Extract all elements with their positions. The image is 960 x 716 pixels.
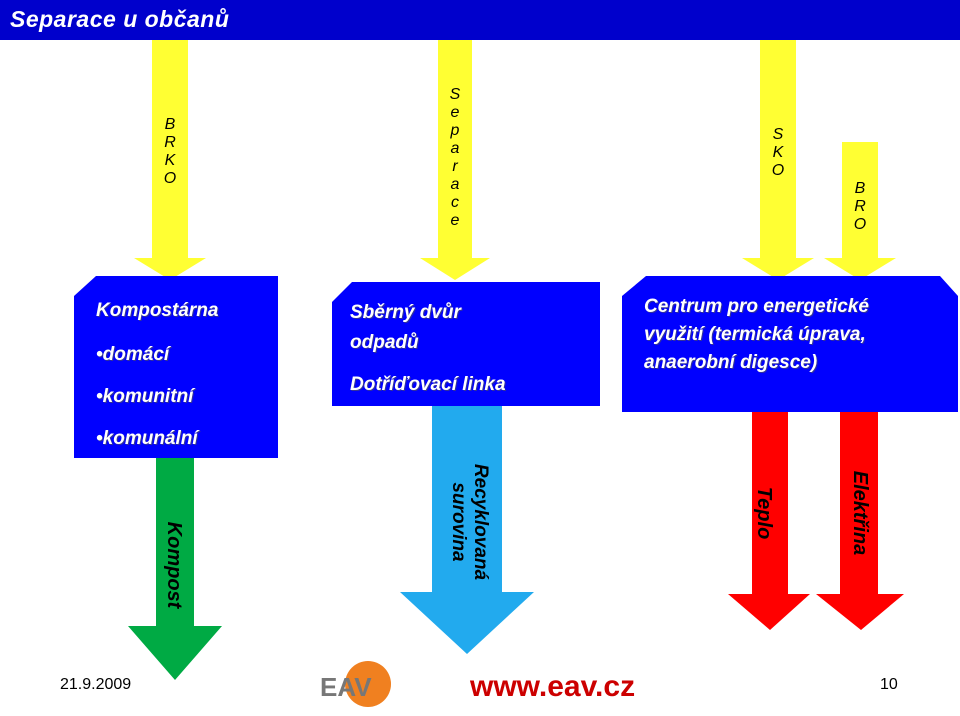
- arrow-recyklovana: [400, 406, 534, 654]
- arrow-bro-left: [134, 40, 206, 280]
- label-kompost: Kompost: [163, 521, 185, 609]
- centrum-line2: využití (termická úprava,: [644, 324, 866, 345]
- label-teplo: Teplo: [753, 486, 775, 540]
- sberny-dvur-line1: Sběrný dvůr: [350, 302, 461, 323]
- page-number: 10: [880, 676, 898, 693]
- arrow-kompost: [128, 458, 222, 680]
- dotridovaci-linka: Dotříďovací linka: [350, 374, 506, 395]
- kompostarna-item-komunalni: •komunální: [96, 428, 198, 449]
- kompostarna-item-domaci: •domácí: [96, 344, 170, 365]
- footer-url[interactable]: www.eav.cz: [470, 670, 636, 703]
- arrow-bro-right: [824, 142, 896, 280]
- box-sberny-dvur: [332, 282, 600, 406]
- label-elektrina: Elektřina: [849, 470, 871, 556]
- box-centrum: [622, 276, 958, 412]
- label-recyklovana-surovina: Recyklovaná surovina: [448, 463, 491, 581]
- sberny-dvur-line2: odpadů: [350, 332, 419, 353]
- kompostarna-title: Kompostárna: [96, 300, 219, 321]
- arrow-elektrina: [816, 412, 904, 630]
- arrow-separace: [420, 40, 490, 280]
- footer-date: 21.9.2009: [60, 676, 132, 693]
- kompostarna-item-komunitni: •komunitní: [96, 386, 194, 407]
- title-bar: [0, 0, 960, 40]
- eav-logo-text: EAV: [320, 672, 372, 702]
- box-kompostarna: [74, 276, 278, 458]
- centrum-line1: Centrum pro energetické: [644, 296, 869, 317]
- slide-title: Separace u občanů: [10, 6, 230, 32]
- eav-logo: EAV: [316, 660, 400, 712]
- arrow-teplo: [728, 412, 810, 630]
- arrow-sko: [742, 40, 814, 280]
- centrum-line3: anaerobní digesce): [644, 352, 818, 373]
